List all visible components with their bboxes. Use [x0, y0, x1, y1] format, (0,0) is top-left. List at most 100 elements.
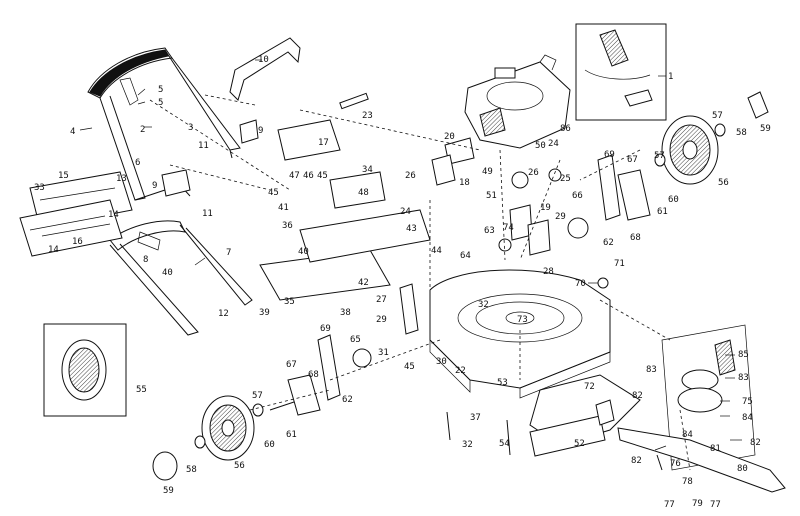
callout-61a: 61: [657, 207, 668, 217]
callout-52: 52: [574, 439, 585, 449]
callout-18: 18: [459, 178, 470, 188]
callout-57b: 57: [654, 151, 665, 161]
callout-59a: 59: [760, 124, 771, 134]
callout-82c: 82: [631, 456, 642, 466]
callout-85: 85: [738, 350, 749, 360]
callout-65: 65: [350, 335, 361, 345]
wheel-hardware-right: [654, 123, 726, 167]
callout-56b: 56: [234, 461, 245, 471]
small-hardware: [161, 92, 663, 471]
callout-6: 6: [135, 158, 140, 168]
callout-33: 33: [34, 183, 45, 193]
callout-48: 48: [358, 188, 369, 198]
callout-24b: 24: [400, 207, 411, 217]
callout-46: 46: [303, 171, 314, 181]
callout-5b: 5: [158, 98, 163, 108]
rear-wheel-right: [661, 115, 719, 185]
callout-77b: 77: [710, 500, 721, 510]
callout-45b: 45: [317, 171, 328, 181]
callout-27: 27: [376, 295, 387, 305]
callout-49: 49: [482, 167, 493, 177]
callout-41: 41: [278, 203, 289, 213]
callout-44: 44: [431, 246, 442, 256]
callout-43: 43: [406, 224, 417, 234]
callout-40a: 40: [298, 247, 309, 257]
callout-77a: 77: [664, 500, 675, 510]
blade-adapter-box: [661, 324, 756, 471]
callout-60b: 60: [264, 440, 275, 450]
callout-10: 10: [258, 55, 269, 65]
rear-baffle: [259, 119, 431, 301]
callout-59b: 59: [163, 486, 174, 496]
callout-72: 72: [584, 382, 595, 392]
handle-cable-bracket: [229, 37, 301, 101]
callout-79: 79: [692, 499, 703, 509]
callout-86: 86: [560, 124, 571, 134]
callout-73: 73: [517, 315, 528, 325]
callout-13: 13: [116, 174, 127, 184]
callout-62b: 62: [342, 395, 353, 405]
callout-17: 17: [318, 138, 329, 148]
height-adjuster-right: [567, 154, 651, 239]
callout-34: 34: [362, 165, 373, 175]
callout-1: 1: [668, 72, 673, 82]
callout-71: 71: [614, 259, 625, 269]
callout-58b: 58: [186, 465, 197, 475]
cutting-blade: [617, 427, 786, 493]
callout-75: 75: [742, 397, 753, 407]
callout-26b: 26: [405, 171, 416, 181]
callout-labels: 1 2 3 4 5 5 6 7 8 9 9 10 11 11 12 13 14 …: [34, 55, 771, 510]
callout-82b: 82: [750, 438, 761, 448]
callout-20: 20: [444, 132, 455, 142]
callout-23: 23: [362, 111, 373, 121]
callout-47: 47: [289, 171, 300, 181]
callout-84a: 84: [742, 413, 753, 423]
callout-32a: 32: [478, 300, 489, 310]
callout-19: 19: [540, 203, 551, 213]
callout-56a: 56: [718, 178, 729, 188]
callout-70: 70: [575, 279, 586, 289]
callout-83b: 83: [738, 373, 749, 383]
callout-42: 42: [358, 278, 369, 288]
callout-81: 81: [710, 444, 721, 454]
wheel-cap-right: [747, 91, 769, 119]
callout-29b: 29: [376, 315, 387, 325]
callout-32b: 32: [462, 440, 473, 450]
callout-14b: 14: [48, 245, 59, 255]
callout-45a: 45: [268, 188, 279, 198]
callout-26a: 26: [528, 168, 539, 178]
callout-24a: 24: [548, 139, 559, 149]
callout-35: 35: [284, 297, 295, 307]
callout-3: 3: [188, 123, 193, 133]
callout-57c: 57: [252, 391, 263, 401]
callout-29a: 29: [555, 212, 566, 222]
callout-30: 30: [436, 357, 447, 367]
mower-deck: [429, 269, 611, 399]
callout-50: 50: [535, 141, 546, 151]
callout-84b: 84: [682, 430, 693, 440]
callout-38: 38: [340, 308, 351, 318]
callout-67a: 67: [627, 155, 638, 165]
callout-45c: 45: [404, 362, 415, 372]
callout-14a: 14: [108, 210, 119, 220]
engine: [464, 54, 571, 149]
callout-74: 74: [503, 223, 514, 233]
callout-16: 16: [72, 237, 83, 247]
callout-61b: 61: [286, 430, 297, 440]
assembly-lines: [149, 94, 691, 471]
wheel-cap-left: [152, 451, 178, 481]
front-wheel-left: [201, 395, 255, 461]
callout-69b: 69: [320, 324, 331, 334]
callout-54: 54: [499, 439, 510, 449]
callout-11a: 11: [198, 141, 209, 151]
callout-2: 2: [140, 125, 145, 135]
callout-66: 66: [572, 191, 583, 201]
callout-62a: 62: [603, 238, 614, 248]
grass-bag: [19, 171, 133, 257]
callout-9a: 9: [258, 126, 263, 136]
callout-55: 55: [136, 385, 147, 395]
detail-box-top-right: [575, 23, 667, 121]
callout-83a: 83: [646, 365, 657, 375]
